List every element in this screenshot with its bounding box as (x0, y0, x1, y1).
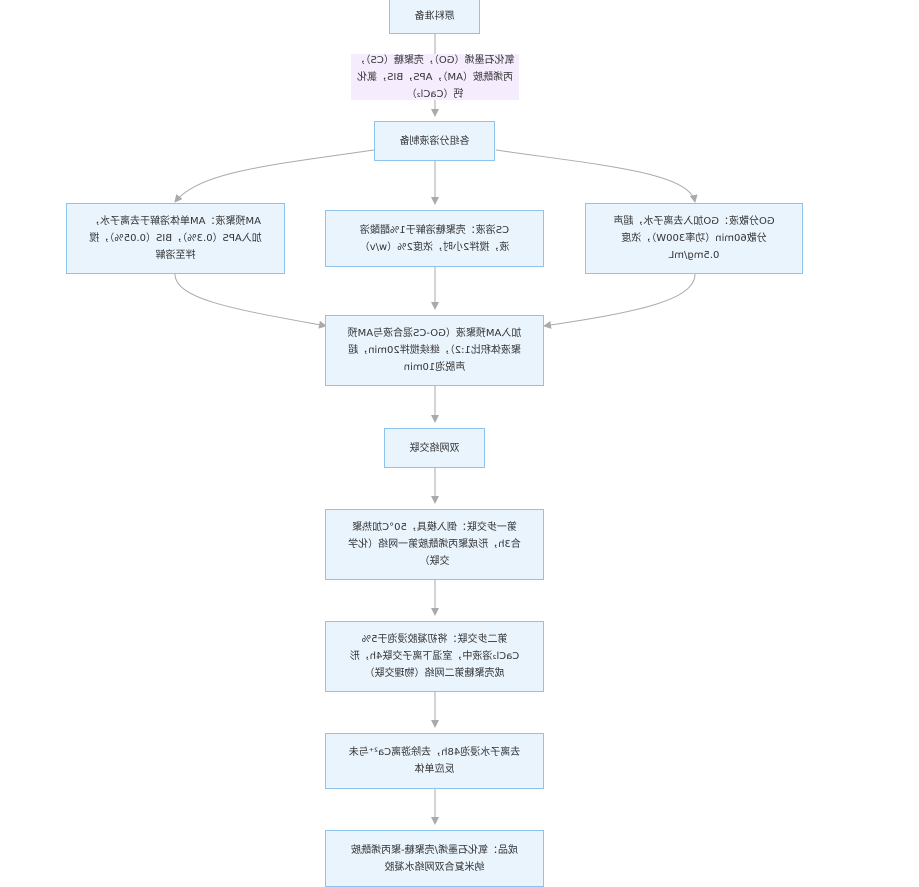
edge-components-to-am (495, 149, 698, 203)
node-final-product: 成品：氧化石墨烯/壳聚糖-聚丙烯酰胺纳米复合双网络水凝胶 (325, 830, 544, 887)
node-second-crosslink: 第二步交联：将初凝胶浸泡于5% CaCl₂溶液中，室温下离子交联4h，形成壳聚糖… (325, 621, 544, 692)
node-mix-prepolymer: 加入AM预聚液（GO-CS混合液与AM预聚液体积比1:2），继续搅拌20min，… (325, 315, 544, 386)
edge-components-to-go (174, 149, 375, 203)
node-soak-wash: 去离子水浸泡48h，去除游离Ca²⁺与未反应单体 (325, 733, 544, 789)
edge-label-materials: 氧化石墨烯（GO），壳聚糖（CS），丙烯酰胺（AM），APS，BIS，氯化钙（C… (351, 54, 519, 100)
node-double-network: 双网络交联 (384, 428, 485, 468)
node-go-dispersion: GO分散液：GO加入去离子水，超声分散60min（功率300W），浓度0.5mg… (585, 203, 803, 274)
node-am-prepolymer: AM预聚液：AM单体溶解于去离子水，加入APS（0.3%），BIS（0.05%）… (66, 203, 285, 274)
node-first-crosslink: 第一步交联：倒入模具，50°C加热聚合3h，形成聚丙烯酰胺第一网络（化学交联） (325, 509, 544, 580)
edge-go-to-mix (174, 273, 327, 329)
edge-am-to-mix (543, 273, 696, 329)
node-cs-solution: CS溶液：壳聚糖溶解于1%醋酸溶液，搅拌2小时，浓度2%（w/v） (325, 210, 544, 267)
node-raw-material-prep: 原料准备 (389, 0, 480, 34)
node-component-solutions: 各组分溶液制备 (374, 121, 495, 161)
